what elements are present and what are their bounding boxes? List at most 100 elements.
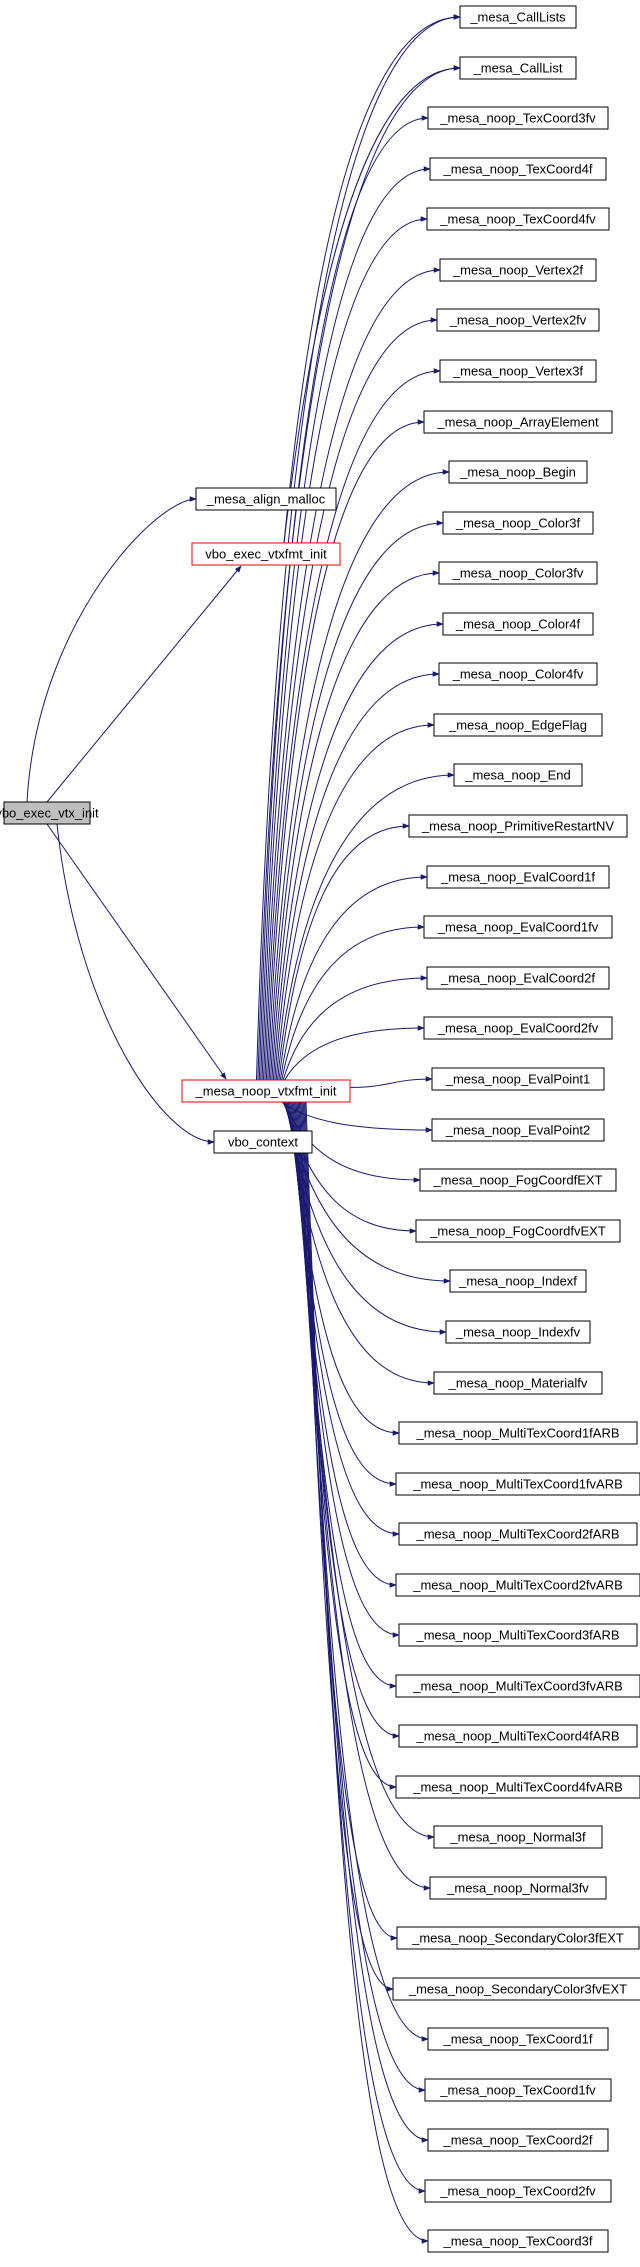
edge-vtxfmt-init-to-calllist	[283, 65, 461, 544]
edge-noop-vtxfmt-init-to-end	[277, 772, 455, 1081]
node-edgeflag[interactable]: _mesa_noop_EdgeFlag	[433, 713, 603, 737]
node-box	[433, 1825, 603, 1849]
node-mtc2f[interactable]: _mesa_noop_MultiTexCoord2fARB	[398, 1522, 638, 1546]
node-indexf[interactable]: _mesa_noop_Indexf	[449, 1269, 587, 1293]
node-mtc4fv[interactable]: _mesa_noop_MultiTexCoord4fvARB	[395, 1775, 640, 1799]
node-calllists[interactable]: _mesa_CallLists	[459, 5, 577, 29]
nodes: vbo_exec_vtx_init _mesa_align_malloc vbo_e…	[0, 5, 640, 2253]
node-evalcoord1fv[interactable]: _mesa_noop_EvalCoord1fv	[423, 915, 613, 939]
node-box	[191, 542, 341, 566]
edge-noop-vtxfmt-init-to-vertex2f	[263, 267, 441, 1081]
node-vertex2f[interactable]: _mesa_noop_Vertex2f	[439, 258, 597, 282]
node-calllist[interactable]: _mesa_CallList	[459, 56, 577, 80]
node-label: _mesa_noop_Color4f	[455, 617, 581, 632]
node-label: _mesa_noop_MultiTexCoord2fvARB	[412, 1578, 623, 1593]
node-vertex2fv[interactable]: _mesa_noop_Vertex2fv	[436, 308, 600, 332]
node-box	[398, 1522, 638, 1546]
node-box	[415, 1219, 621, 1243]
node-color3fv[interactable]: _mesa_noop_Color3fv	[438, 561, 598, 585]
node-evalpoint1[interactable]: _mesa_noop_EvalPoint1	[431, 1067, 605, 1091]
edge-noop-vtxfmt-init-to-color3fv	[271, 570, 440, 1081]
node-box	[395, 1573, 640, 1597]
node-texcoord4fv[interactable]: _mesa_noop_TexCoord4fv	[426, 207, 610, 231]
node-box	[426, 865, 610, 889]
node-mtc3fv[interactable]: _mesa_noop_MultiTexCoord3fvARB	[395, 1674, 640, 1698]
node-color4f[interactable]: _mesa_noop_Color4f	[442, 612, 594, 636]
node-vtxfmt-init[interactable]: vbo_exec_vtxfmt_init	[191, 542, 341, 566]
node-box	[419, 1168, 617, 1192]
node-noop-vtxfmt-init[interactable]: _mesa_noop_vtxfmt_init	[181, 1079, 351, 1103]
node-color3f[interactable]: _mesa_noop_Color3f	[442, 511, 594, 535]
node-label: _mesa_noop_Color3fv	[452, 566, 584, 581]
node-box	[427, 2128, 609, 2152]
node-box	[433, 713, 603, 737]
node-evalcoord1f[interactable]: _mesa_noop_EvalCoord1f	[426, 865, 610, 889]
node-mtc1f[interactable]: _mesa_noop_MultiTexCoord1fARB	[398, 1421, 638, 1445]
node-mtc2fv[interactable]: _mesa_noop_MultiTexCoord2fvARB	[395, 1573, 640, 1597]
edge-noop-vtxfmt-init-to-vertex2fv	[264, 317, 438, 1081]
node-label: _mesa_noop_SecondaryColor3fvEXT	[408, 1982, 627, 1997]
node-indexfv[interactable]: _mesa_noop_Indexfv	[445, 1320, 591, 1344]
node-normal3fv[interactable]: _mesa_noop_Normal3fv	[429, 1876, 607, 1900]
node-label: _mesa_noop_MultiTexCoord4fARB	[415, 1729, 619, 1744]
node-begin[interactable]: _mesa_noop_Begin	[448, 460, 588, 484]
node-label: _mesa_noop_MultiTexCoord3fvARB	[412, 1679, 623, 1694]
node-evalpoint2[interactable]: _mesa_noop_EvalPoint2	[431, 1118, 605, 1142]
edge-root-to-vtxfmt-init	[46, 565, 242, 803]
node-texcoord1fv[interactable]: _mesa_noop_TexCoord1fv	[424, 2078, 612, 2102]
node-arrayelement[interactable]: _mesa_noop_ArrayElement	[423, 410, 613, 434]
node-box	[395, 1674, 640, 1698]
node-vbo-context[interactable]: vbo_context	[213, 1130, 313, 1154]
node-label: _mesa_CallList	[473, 61, 563, 76]
edge-root-to-noop-vtxfmt-init	[46, 823, 227, 1080]
node-box	[449, 1269, 587, 1293]
node-label: _mesa_noop_Vertex2fv	[449, 313, 587, 328]
node-box	[392, 1977, 640, 2001]
node-label: _mesa_noop_MultiTexCoord4fvARB	[412, 1780, 623, 1795]
node-label: _mesa_noop_TexCoord4f	[443, 162, 593, 177]
edge-root-to-align-malloc	[26, 496, 197, 803]
node-label: vbo_exec_vtxfmt_init	[205, 547, 327, 562]
node-label: _mesa_noop_MultiTexCoord3fARB	[415, 1628, 619, 1643]
node-texcoord4f[interactable]: _mesa_noop_TexCoord4f	[429, 157, 607, 181]
node-primitiverestart[interactable]: _mesa_noop_PrimitiveRestartNV	[408, 814, 628, 838]
edge-noop-vtxfmt-init-to-color3f	[270, 520, 444, 1081]
node-normal3f[interactable]: _mesa_noop_Normal3f	[433, 1825, 603, 1849]
node-box	[459, 5, 577, 29]
node-fogcoordfv[interactable]: _mesa_noop_FogCoordfvEXT	[415, 1219, 621, 1243]
node-label: _mesa_noop_MultiTexCoord2fARB	[415, 1527, 619, 1542]
edge-noop-vtxfmt-init-to-texcoord3fv-top	[258, 115, 429, 1081]
node-seccolor3f[interactable]: _mesa_noop_SecondaryColor3fEXT	[396, 1926, 640, 1950]
edge-noop-vtxfmt-init-to-evalcoord1f	[279, 874, 428, 1081]
node-evalcoord2fv[interactable]: _mesa_noop_EvalCoord2fv	[423, 1016, 613, 1040]
node-box	[439, 359, 597, 383]
node-mtc3f[interactable]: _mesa_noop_MultiTexCoord3fARB	[398, 1623, 638, 1647]
node-root[interactable]: vbo_exec_vtx_init	[0, 801, 99, 825]
node-texcoord3f[interactable]: _mesa_noop_TexCoord3f	[427, 2229, 609, 2253]
edge-noop-vtxfmt-init-to-texcoord4f	[260, 166, 431, 1081]
node-color4fv[interactable]: _mesa_noop_Color4fv	[438, 662, 598, 686]
node-texcoord1f[interactable]: _mesa_noop_TexCoord1f	[427, 2027, 609, 2051]
node-box	[424, 2078, 612, 2102]
node-fogcoordf[interactable]: _mesa_noop_FogCoordfEXT	[419, 1168, 617, 1192]
node-mtc4f[interactable]: _mesa_noop_MultiTexCoord4fARB	[398, 1724, 638, 1748]
edge-noop-vtxfmt-init-to-calllists	[255, 14, 461, 1081]
node-label: _mesa_align_malloc	[206, 492, 326, 507]
node-box	[213, 1130, 313, 1154]
node-label: _mesa_noop_FogCoordfvEXT	[429, 1224, 606, 1239]
node-seccolor3fv[interactable]: _mesa_noop_SecondaryColor3fvEXT	[392, 1977, 640, 2001]
node-texcoord3fv-top[interactable]: _mesa_noop_TexCoord3fv	[427, 106, 609, 130]
node-vertex3f[interactable]: _mesa_noop_Vertex3f	[439, 359, 597, 383]
node-evalcoord2f[interactable]: _mesa_noop_EvalCoord2f	[426, 966, 610, 990]
node-texcoord2fv[interactable]: _mesa_noop_TexCoord2fv	[424, 2179, 612, 2203]
node-end[interactable]: _mesa_noop_End	[453, 763, 583, 787]
node-label: _mesa_noop_FogCoordfEXT	[432, 1173, 602, 1188]
node-mtc1fv[interactable]: _mesa_noop_MultiTexCoord1fvARB	[395, 1472, 640, 1496]
node-texcoord2f[interactable]: _mesa_noop_TexCoord2f	[427, 2128, 609, 2152]
edge-noop-vtxfmt-init-to-edgeflag	[275, 722, 435, 1081]
node-materialfv[interactable]: _mesa_noop_Materialfv	[433, 1371, 603, 1395]
node-align-malloc[interactable]: _mesa_align_malloc	[195, 487, 337, 511]
node-label: _mesa_noop_Begin	[459, 465, 576, 480]
node-box	[181, 1079, 351, 1103]
